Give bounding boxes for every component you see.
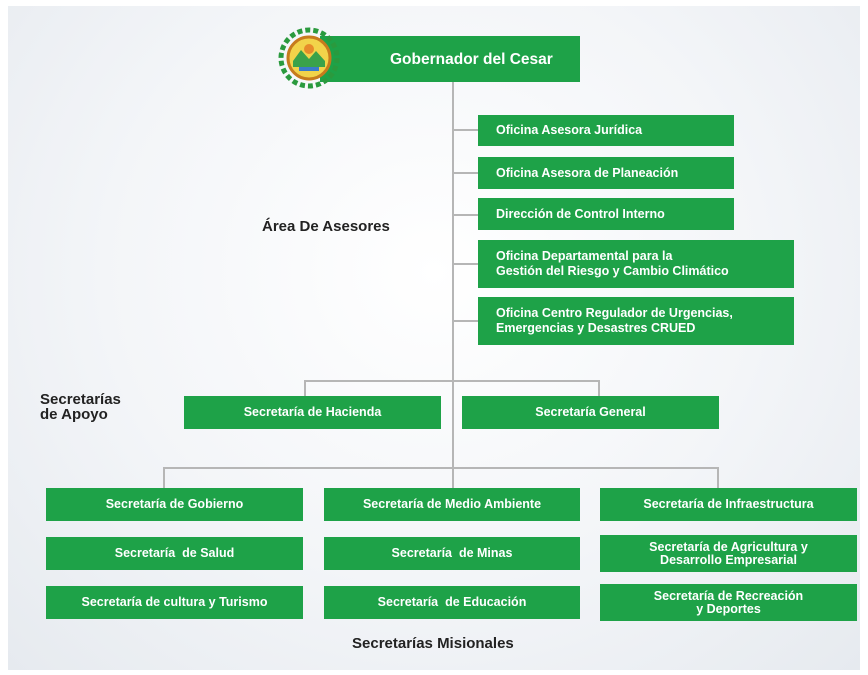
- advisor-label: Dirección de Control Interno: [496, 206, 665, 221]
- advisor-branch-line: [452, 129, 478, 131]
- missional-box-recreacion-deportes: Secretaría de Recreación y Deportes: [600, 584, 857, 621]
- missional-box-agricultura: Secretaría de Agricultura y Desarrollo E…: [600, 535, 857, 572]
- missional-box-minas: Secretaría de Minas: [324, 537, 580, 570]
- missional-label: Secretaría de Salud: [114, 546, 235, 560]
- advisors-area-label: Área De Asesores: [262, 218, 390, 235]
- missional-label: Secretaría de Educación: [377, 595, 527, 609]
- missional-label: Secretaría de Recreación y Deportes: [653, 588, 804, 616]
- missional-box-salud: Secretaría de Salud: [46, 537, 303, 570]
- missional-secretariats-label: Secretarías Misionales: [352, 635, 514, 652]
- advisor-box-juridica: Oficina Asesora Jurídica: [478, 115, 734, 146]
- missional-label: Secretaría de Gobierno: [105, 497, 244, 511]
- support-box-hacienda: Secretaría de Hacienda: [184, 396, 441, 429]
- advisor-box-gestion-riesgo: Oficina Departamental para la Gestión de…: [478, 240, 794, 288]
- missional-drop-line: [717, 467, 719, 488]
- missional-label: Secretaría de Agricultura y Desarrollo E…: [649, 539, 808, 567]
- missional-bus-line: [163, 467, 719, 469]
- advisor-label: Oficina Asesora Jurídica: [496, 123, 643, 137]
- advisor-branch-line: [452, 263, 478, 265]
- support-drop-line: [598, 380, 600, 396]
- governor-box: Gobernador del Cesar: [320, 36, 580, 82]
- main-trunk-line: [452, 82, 454, 468]
- missional-box-infraestructura: Secretaría de Infraestructura: [600, 488, 857, 521]
- missional-box-gobierno: Secretaría de Gobierno: [46, 488, 303, 521]
- missional-box-educacion: Secretaría de Educación: [324, 586, 580, 619]
- advisor-label: Oficina Centro Regulador de Urgencias, E…: [496, 306, 733, 335]
- advisor-box-planeacion: Oficina Asesora de Planeación: [478, 157, 734, 189]
- missional-box-medio-ambiente: Secretaría de Medio Ambiente: [324, 488, 580, 521]
- missional-label: Secretaría de Minas: [391, 546, 513, 560]
- missional-label: Secretaría de Infraestructura: [643, 497, 814, 511]
- advisor-branch-line: [452, 172, 478, 174]
- governor-label: Gobernador del Cesar: [390, 50, 553, 68]
- missional-box-cultura-turismo: Secretaría de cultura y Turismo: [46, 586, 303, 619]
- advisor-branch-line: [452, 320, 478, 322]
- advisor-box-control-interno: Dirección de Control Interno: [478, 198, 734, 230]
- missional-label: Secretaría de Medio Ambiente: [362, 497, 542, 511]
- missional-drop-line: [452, 467, 454, 488]
- support-label: Secretaría de Hacienda: [243, 405, 382, 419]
- missional-drop-line: [163, 467, 165, 488]
- support-drop-line: [304, 380, 306, 396]
- support-box-general: Secretaría General: [462, 396, 719, 429]
- advisor-label: Oficina Departamental para la Gestión de…: [496, 249, 729, 278]
- support-bus-line: [304, 380, 600, 382]
- support-secretariats-label: Secretarías de Apoyo: [40, 391, 121, 423]
- department-seal-icon: [278, 27, 340, 89]
- missional-label: Secretaría de cultura y Turismo: [81, 595, 268, 609]
- advisor-label: Oficina Asesora de Planeación: [496, 165, 679, 180]
- support-label: Secretaría General: [535, 405, 646, 419]
- advisor-branch-line: [452, 214, 478, 216]
- advisor-box-crued: Oficina Centro Regulador de Urgencias, E…: [478, 297, 794, 345]
